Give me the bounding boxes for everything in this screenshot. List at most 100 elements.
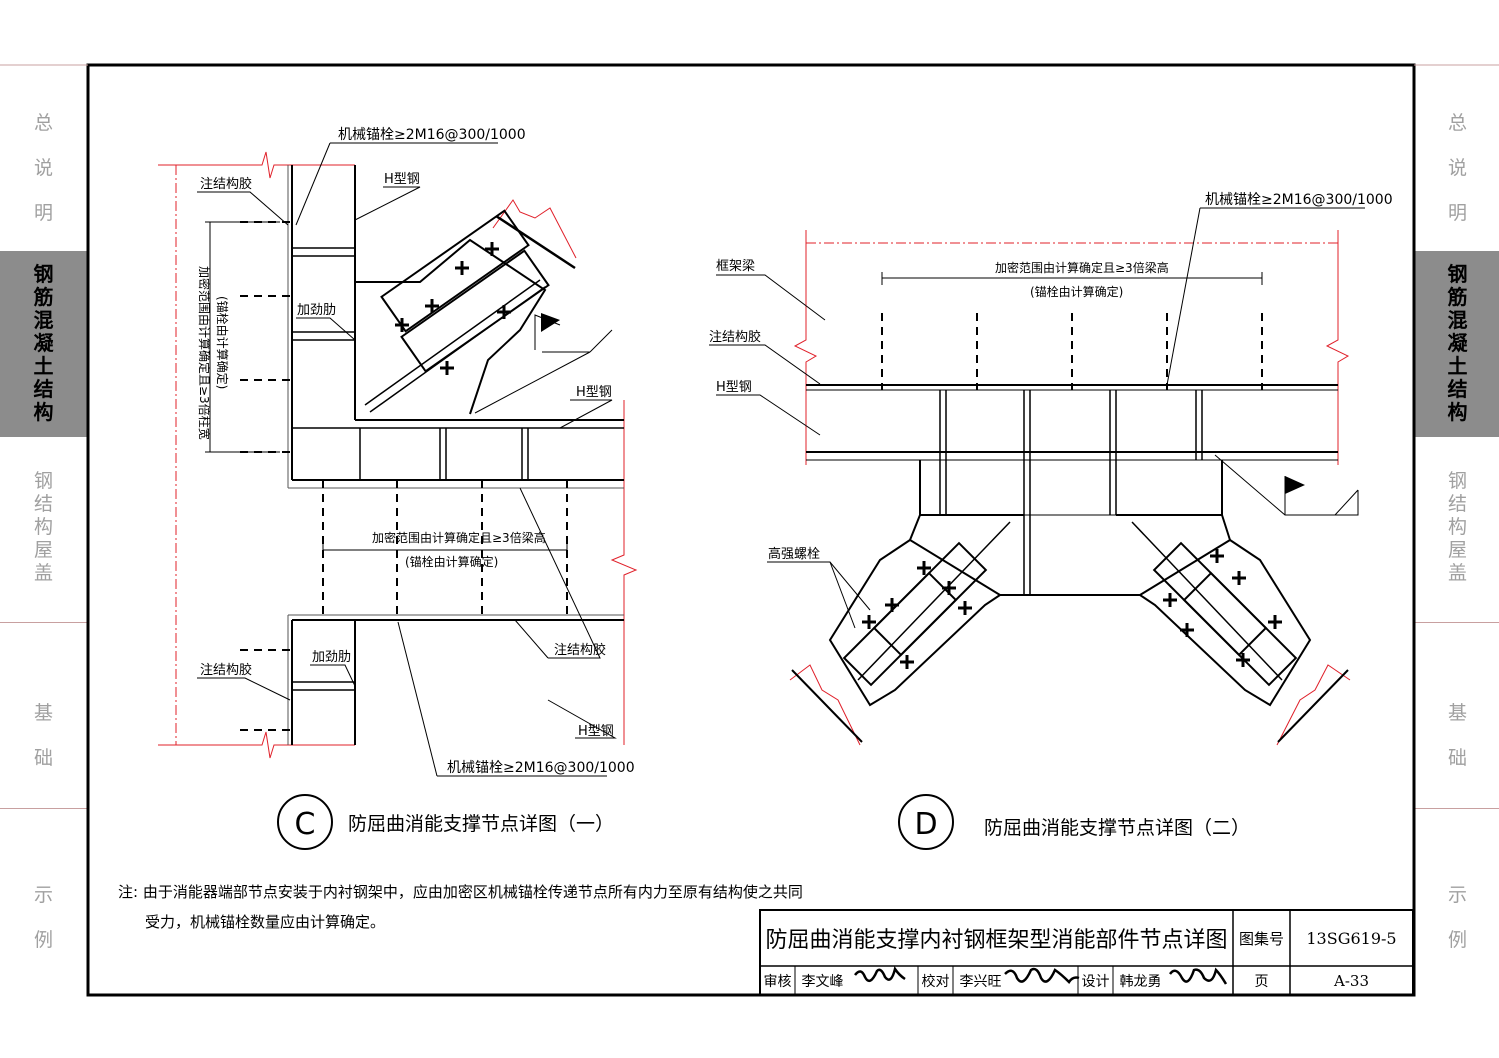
tab-label: 钢筋混凝土结构 <box>1414 263 1499 424</box>
label-vertical-range-c1: 加密范围由计算确定且≥3倍柱宽 <box>197 266 212 440</box>
title-block-grid <box>759 909 1414 996</box>
leaders-d <box>709 207 1365 629</box>
label-grout-c2: 注结构胶 <box>200 662 252 678</box>
leaders-c <box>197 142 617 777</box>
anchor-bolts-column <box>240 221 292 731</box>
tab-char: 盖 <box>33 562 53 584</box>
label-horiz-range-c2: (锚栓由计算确定) <box>405 554 498 569</box>
anchor-bolts-d <box>881 313 1263 390</box>
tab-label: 基础 <box>0 691 87 781</box>
detail-c <box>158 142 638 850</box>
h-steel-beam-d <box>806 384 1338 595</box>
tab-char: 总 <box>1447 112 1467 134</box>
sheet-border <box>86 63 1416 997</box>
tab-char: 钢 <box>33 262 54 286</box>
designer-name: 韩龙勇 <box>1119 973 1162 990</box>
label-h-steel-c3: H型钢 <box>578 724 614 739</box>
tab-char: 构 <box>33 516 53 538</box>
right-sidebar: 总说明 钢筋混凝土结构 钢结构屋盖 基础 示例 <box>1414 65 1499 995</box>
tab-char: 础 <box>1447 747 1467 769</box>
brace-assembly-c <box>355 209 576 415</box>
tab-general-notes[interactable]: 总说明 <box>1414 101 1499 236</box>
caption-d: 防屈曲消能支撑节点详图（二） <box>984 817 1250 839</box>
page-label: 页 <box>1254 973 1269 990</box>
atlas-label: 图集号 <box>1238 929 1284 948</box>
tab-char: 结 <box>1447 377 1468 401</box>
tab-char: 结 <box>1447 493 1467 515</box>
label-frame-beam-d: 框架梁 <box>716 259 755 274</box>
tab-char: 础 <box>33 747 53 769</box>
tab-label: 示例 <box>1414 873 1499 963</box>
reviewer-name: 李文峰 <box>801 973 844 990</box>
title-block: 防屈曲消能支撑内衬钢框架型消能部件节点详图 图集号 13SG619-5 审核 李… <box>760 910 1413 995</box>
tab-label: 总说明 <box>0 101 87 236</box>
tab-char: 例 <box>33 929 53 951</box>
label-grout-c3: 注结构胶 <box>554 642 606 658</box>
tab-label: 基础 <box>1414 691 1499 781</box>
review-label: 审核 <box>763 973 792 990</box>
tab-char: 构 <box>1447 400 1468 424</box>
bolts-d <box>862 549 1282 669</box>
tab-foundation[interactable]: 基础 <box>0 691 87 781</box>
bolts-c <box>395 242 511 375</box>
label-grout-c1: 注结构胶 <box>200 176 252 192</box>
tab-label: 钢结构屋盖 <box>1414 470 1499 585</box>
tab-char: 钢 <box>1447 262 1468 286</box>
weld-flag-icon <box>1285 476 1305 494</box>
label-hs-bolt-d: 高强螺栓 <box>768 546 820 562</box>
tab-char: 示 <box>1447 884 1467 906</box>
tab-steel-roof[interactable]: 钢结构屋盖 <box>1414 470 1499 585</box>
tab-char: 示 <box>33 884 53 906</box>
tab-char: 结 <box>33 493 53 515</box>
tab-steel-roof[interactable]: 钢结构屋盖 <box>0 470 87 585</box>
tab-char: 土 <box>1447 354 1468 378</box>
break-lines-d <box>789 230 1351 746</box>
reviewer-signature <box>854 965 906 983</box>
tab-char: 说 <box>1447 157 1467 179</box>
brace-assembly-d <box>791 521 1349 743</box>
caption-c: 防屈曲消能支撑节点详图（一） <box>348 813 614 835</box>
tab-char: 例 <box>1447 929 1467 951</box>
tab-char: 钢 <box>33 470 53 492</box>
label-anchor-top-c: 机械锚栓≥2M16@300/1000 <box>338 127 526 143</box>
divider <box>1414 622 1499 623</box>
label-h-steel-c2: H型钢 <box>576 385 612 400</box>
tab-char: 屋 <box>33 539 53 561</box>
tab-rc-structure[interactable]: 钢筋混凝土结构 <box>1414 251 1499 437</box>
tab-label: 总说明 <box>1414 101 1499 236</box>
tab-char: 钢 <box>1447 470 1467 492</box>
tab-char: 明 <box>33 202 53 224</box>
note-line-1: 注: 由于消能器端部节点安装于内衬钢架中，应由加密区机械锚栓传递节点所有内力至原… <box>118 883 803 901</box>
dimension-lines-c <box>205 221 568 556</box>
checker-signature <box>1004 967 1080 984</box>
tab-char: 凝 <box>1447 331 1468 355</box>
tab-foundation[interactable]: 基础 <box>1414 691 1499 781</box>
label-anchor-top-d: 机械锚栓≥2M16@300/1000 <box>1205 192 1393 208</box>
signatures <box>854 965 1228 985</box>
tab-char: 构 <box>1447 516 1467 538</box>
note-line-2: 受力，机械锚栓数量应由计算确定。 <box>145 913 386 931</box>
tab-example[interactable]: 示例 <box>1414 873 1499 963</box>
tab-char: 混 <box>1447 308 1468 332</box>
tab-label: 钢结构屋盖 <box>0 470 87 585</box>
h-steel-column <box>291 165 624 481</box>
tab-char: 筋 <box>1447 285 1468 309</box>
tab-char: 明 <box>1447 202 1467 224</box>
tab-char: 土 <box>33 354 54 378</box>
label-range-d2: (锚栓由计算确定) <box>1030 284 1123 299</box>
gusset-d <box>828 460 1312 707</box>
label-stiffener-c1: 加劲肋 <box>297 303 336 318</box>
label-grout-d: 注结构胶 <box>709 329 761 345</box>
tab-rc-structure[interactable]: 钢筋混凝土结构 <box>0 251 87 437</box>
design-label: 设计 <box>1081 973 1110 990</box>
tab-char: 构 <box>33 400 54 424</box>
tab-char: 筋 <box>33 285 54 309</box>
tab-general-notes[interactable]: 总说明 <box>0 101 87 236</box>
detail-mark-c-text: C <box>295 807 316 842</box>
tab-char: 总 <box>33 112 53 134</box>
drawing-title: 防屈曲消能支撑内衬钢框架型消能部件节点详图 <box>765 928 1228 953</box>
tab-example[interactable]: 示例 <box>0 873 87 963</box>
tab-char: 混 <box>33 308 54 332</box>
h-steel-lower <box>291 619 624 745</box>
